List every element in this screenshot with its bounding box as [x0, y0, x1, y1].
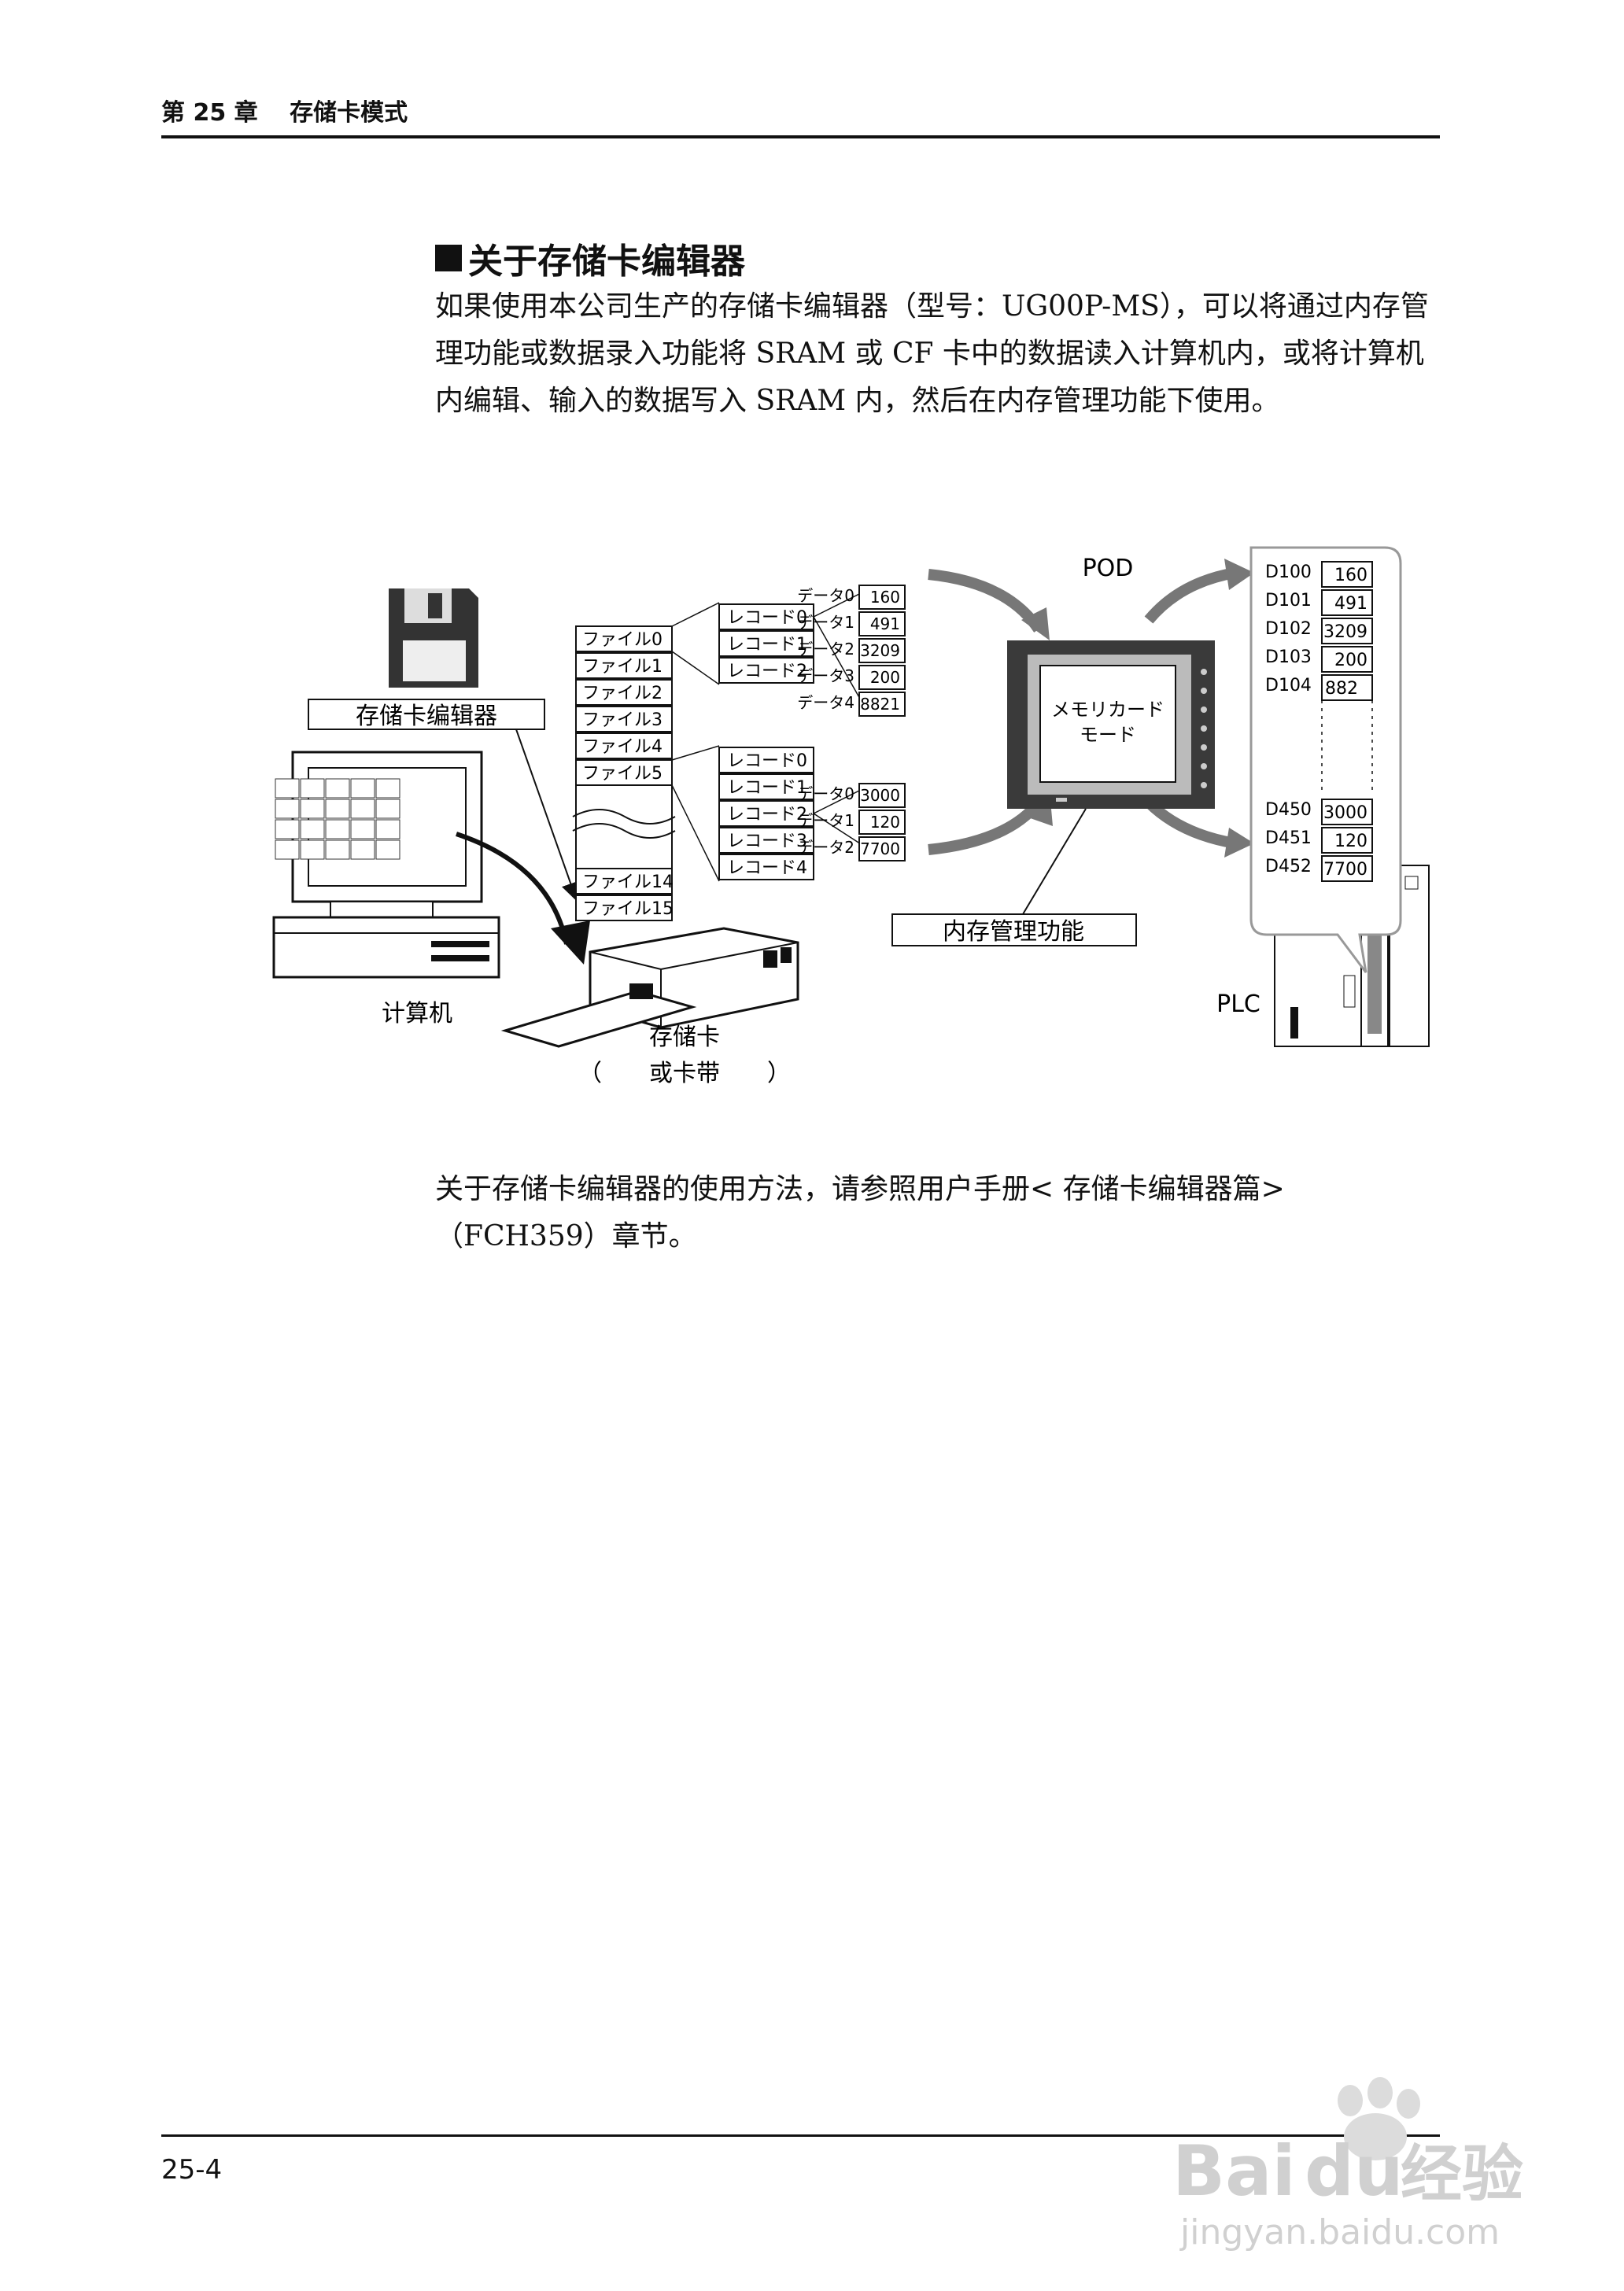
- device-bottom-value-1: 120: [1334, 832, 1367, 851]
- watermark-brand-b: du: [1305, 2131, 1404, 2212]
- device-top-name-2: D102: [1265, 619, 1312, 639]
- device-top-value-2: 3209: [1323, 622, 1367, 642]
- device-top-name-1: D101: [1265, 591, 1312, 611]
- card-label: 存储卡: [649, 1024, 720, 1051]
- record-a-1: レコード1: [727, 635, 807, 655]
- record-b-0: レコード0: [727, 751, 807, 771]
- file-item-1: ファイル1: [582, 657, 663, 677]
- footer-rule: [161, 2134, 1440, 2137]
- data-a-value-2: 3209: [860, 641, 900, 660]
- section-title: 关于存储卡编辑器: [435, 233, 745, 283]
- file-item-3: ファイル3: [582, 710, 663, 730]
- record-b-3: レコード3: [727, 832, 807, 851]
- device-top-value-1: 491: [1334, 594, 1367, 614]
- file-item-4: ファイル4: [582, 737, 663, 757]
- memory-mgmt-label: 内存管理功能: [943, 918, 1084, 946]
- device-bottom-value-0: 3000: [1323, 803, 1367, 823]
- pod-screen-line1: メモリカード: [1051, 699, 1164, 721]
- device-bottom-name-1: D451: [1265, 828, 1312, 848]
- intro-paragraph: 如果使用本公司生产的存储卡编辑器（型号：UG00P-MS），可以将通过内存管理功…: [435, 290, 1429, 417]
- bullet-square-icon: [435, 245, 462, 271]
- data-b-value-2: 7700: [860, 839, 900, 858]
- data-a-name-2: データ2: [797, 640, 854, 659]
- chapter-title: 存储卡模式: [290, 99, 408, 127]
- file-list: ファイル0 ファイル1 ファイル2 ファイル3 ファイル4 ファイル5 ファイル…: [572, 625, 676, 921]
- data-list-a: データ0 160 データ1 491 データ2 3209 データ3 200 データ…: [797, 585, 906, 717]
- device-top-name-0: D100: [1265, 563, 1312, 582]
- device-bottom-name-2: D452: [1265, 857, 1312, 876]
- data-a-name-1: データ1: [797, 613, 854, 632]
- computer-label: 计算机: [382, 1000, 452, 1027]
- section-title-text: 关于存储卡编辑器: [468, 242, 745, 282]
- card-reader-icon: [500, 927, 799, 1048]
- record-b-4: レコード4: [727, 858, 807, 878]
- editor-label: 存储卡编辑器: [356, 703, 497, 730]
- header-rule: [161, 135, 1440, 138]
- data-a-name-4: データ4: [797, 693, 854, 712]
- page-header: 第 25 章 存储卡模式: [161, 93, 408, 127]
- record-b-2: レコード2: [727, 805, 807, 825]
- data-a-value-0: 160: [870, 588, 900, 607]
- record-a-0: レコード0: [727, 608, 807, 628]
- record-list-a: レコード0 レコード1 レコード2: [718, 603, 814, 684]
- data-b-name-0: データ0: [797, 784, 854, 803]
- data-a-name-0: データ0: [797, 586, 854, 605]
- editor-label-box: 存储卡编辑器: [308, 699, 545, 730]
- memory-card-editor-diagram: 存储卡编辑器 计算机: [272, 546, 1430, 1087]
- record-b-1: レコード1: [727, 778, 807, 798]
- file-item-14: ファイル14: [582, 872, 674, 892]
- chapter-number: 第 25 章: [161, 99, 258, 127]
- paw-icon: [1338, 2077, 1420, 2160]
- data-b-value-1: 120: [870, 813, 900, 832]
- baidu-watermark: Bai du 经验 jingyan.baidu.com: [1172, 2077, 1523, 2252]
- watermark-brand-c: 经验: [1401, 2139, 1523, 2210]
- device-top-name-4: D104: [1265, 676, 1312, 695]
- data-b-name-1: データ1: [797, 811, 854, 830]
- device-bottom-name-0: D450: [1265, 800, 1312, 820]
- pod-label: POD: [1083, 555, 1134, 582]
- device-top-name-3: D103: [1265, 647, 1312, 667]
- data-b-name-2: データ2: [797, 838, 854, 857]
- data-a-value-4: 8821: [860, 695, 900, 714]
- data-b-value-0: 3000: [860, 786, 900, 805]
- file-item-0: ファイル0: [582, 630, 663, 650]
- page-number: 25-4: [161, 2154, 223, 2186]
- usage-paragraph: 关于存储卡编辑器的使用方法，请参照用户手册< 存储卡编辑器篇>（FCH359）章…: [435, 1173, 1285, 1252]
- file-item-2: ファイル2: [582, 684, 663, 703]
- pod-panel-icon: [1007, 640, 1215, 809]
- memory-mgmt-label-box: 内存管理功能: [891, 913, 1137, 946]
- file-item-5: ファイル5: [582, 764, 663, 784]
- device-list-top: D100 160 D101 491 D102 3209 D103 200 D10…: [1265, 561, 1373, 701]
- device-list-bottom: D450 3000 D451 120 D452 7700: [1265, 799, 1373, 882]
- watermark-brand-a: Bai: [1172, 2131, 1296, 2212]
- data-a-value-3: 200: [870, 668, 900, 687]
- data-a-value-1: 491: [870, 614, 900, 633]
- record-list-b: レコード0 レコード1 レコード2 レコード3 レコード4: [718, 747, 814, 880]
- floppy-disk-icon: [389, 588, 478, 688]
- record-a-2: レコード2: [727, 662, 807, 681]
- watermark-url: jingyan.baidu.com: [1179, 2212, 1500, 2252]
- device-top-value-3: 200: [1334, 651, 1367, 670]
- computer-icon: [272, 751, 500, 979]
- device-bottom-value-2: 7700: [1323, 860, 1367, 880]
- pod-screen-line2: モード: [1080, 724, 1136, 746]
- device-top-value-4: 882: [1325, 679, 1358, 699]
- data-a-name-3: データ3: [797, 666, 854, 685]
- file-item-15: ファイル15: [582, 899, 674, 919]
- card-sublabel: （ 或卡带 ）: [578, 1060, 791, 1087]
- plc-label: PLC: [1216, 991, 1260, 1018]
- data-list-b: データ0 3000 データ1 120 データ2 7700: [797, 783, 906, 861]
- device-top-value-0: 160: [1334, 566, 1367, 585]
